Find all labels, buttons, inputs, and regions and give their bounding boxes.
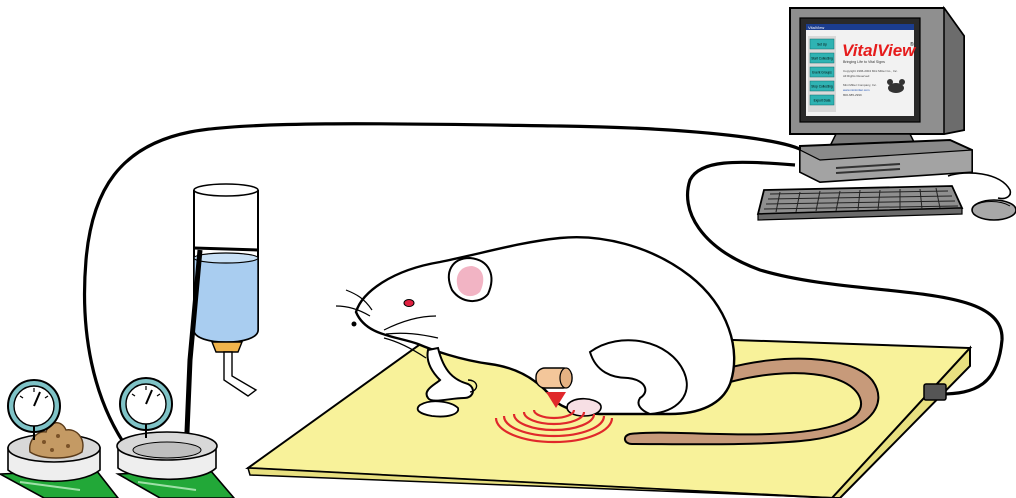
keyboard-icon[interactable] xyxy=(758,186,962,220)
computer-monitor-icon: VitalView Set Up Start Collecting Event … xyxy=(790,8,964,134)
scale-dial-icon xyxy=(120,378,172,438)
rat-eye xyxy=(404,300,414,307)
water-level xyxy=(194,258,258,342)
svg-text:www.minimitter.com: www.minimitter.com xyxy=(843,88,870,92)
vitalview-tagline: Bringing Life to Vital Signs xyxy=(843,60,885,64)
menu-buttons: Set Up Start Collecting Event Groups Sto… xyxy=(810,39,834,105)
menu-button-5[interactable]: Export Data xyxy=(814,99,831,103)
registered-mark: ® xyxy=(910,41,914,48)
svg-text:800-685-2999: 800-685-2999 xyxy=(843,93,862,97)
svg-text:All Rights Reserved: All Rights Reserved xyxy=(843,74,870,78)
platform-connector xyxy=(924,384,946,400)
menu-button-4[interactable]: Stop Collecting xyxy=(811,85,833,89)
water-scale-right xyxy=(117,378,234,498)
svg-text:Mini Mitter Company, Inc.: Mini Mitter Company, Inc. xyxy=(843,83,877,87)
menu-button-2[interactable]: Start Collecting xyxy=(811,57,833,61)
svg-text:Copyright 1996-2004 Mini Mitte: Copyright 1996-2004 Mini Mitter Co., Inc… xyxy=(843,69,898,73)
menu-button-1[interactable]: Set Up xyxy=(817,43,827,47)
screen-titlebar: VitalView xyxy=(808,25,824,30)
computer-workstation: VitalView Set Up Start Collecting Event … xyxy=(758,8,1016,220)
vitalview-logo: VitalView xyxy=(842,41,917,60)
computer-case xyxy=(800,140,972,182)
menu-button-3[interactable]: Event Groups xyxy=(812,71,832,75)
water-bottle-icon xyxy=(186,184,258,456)
